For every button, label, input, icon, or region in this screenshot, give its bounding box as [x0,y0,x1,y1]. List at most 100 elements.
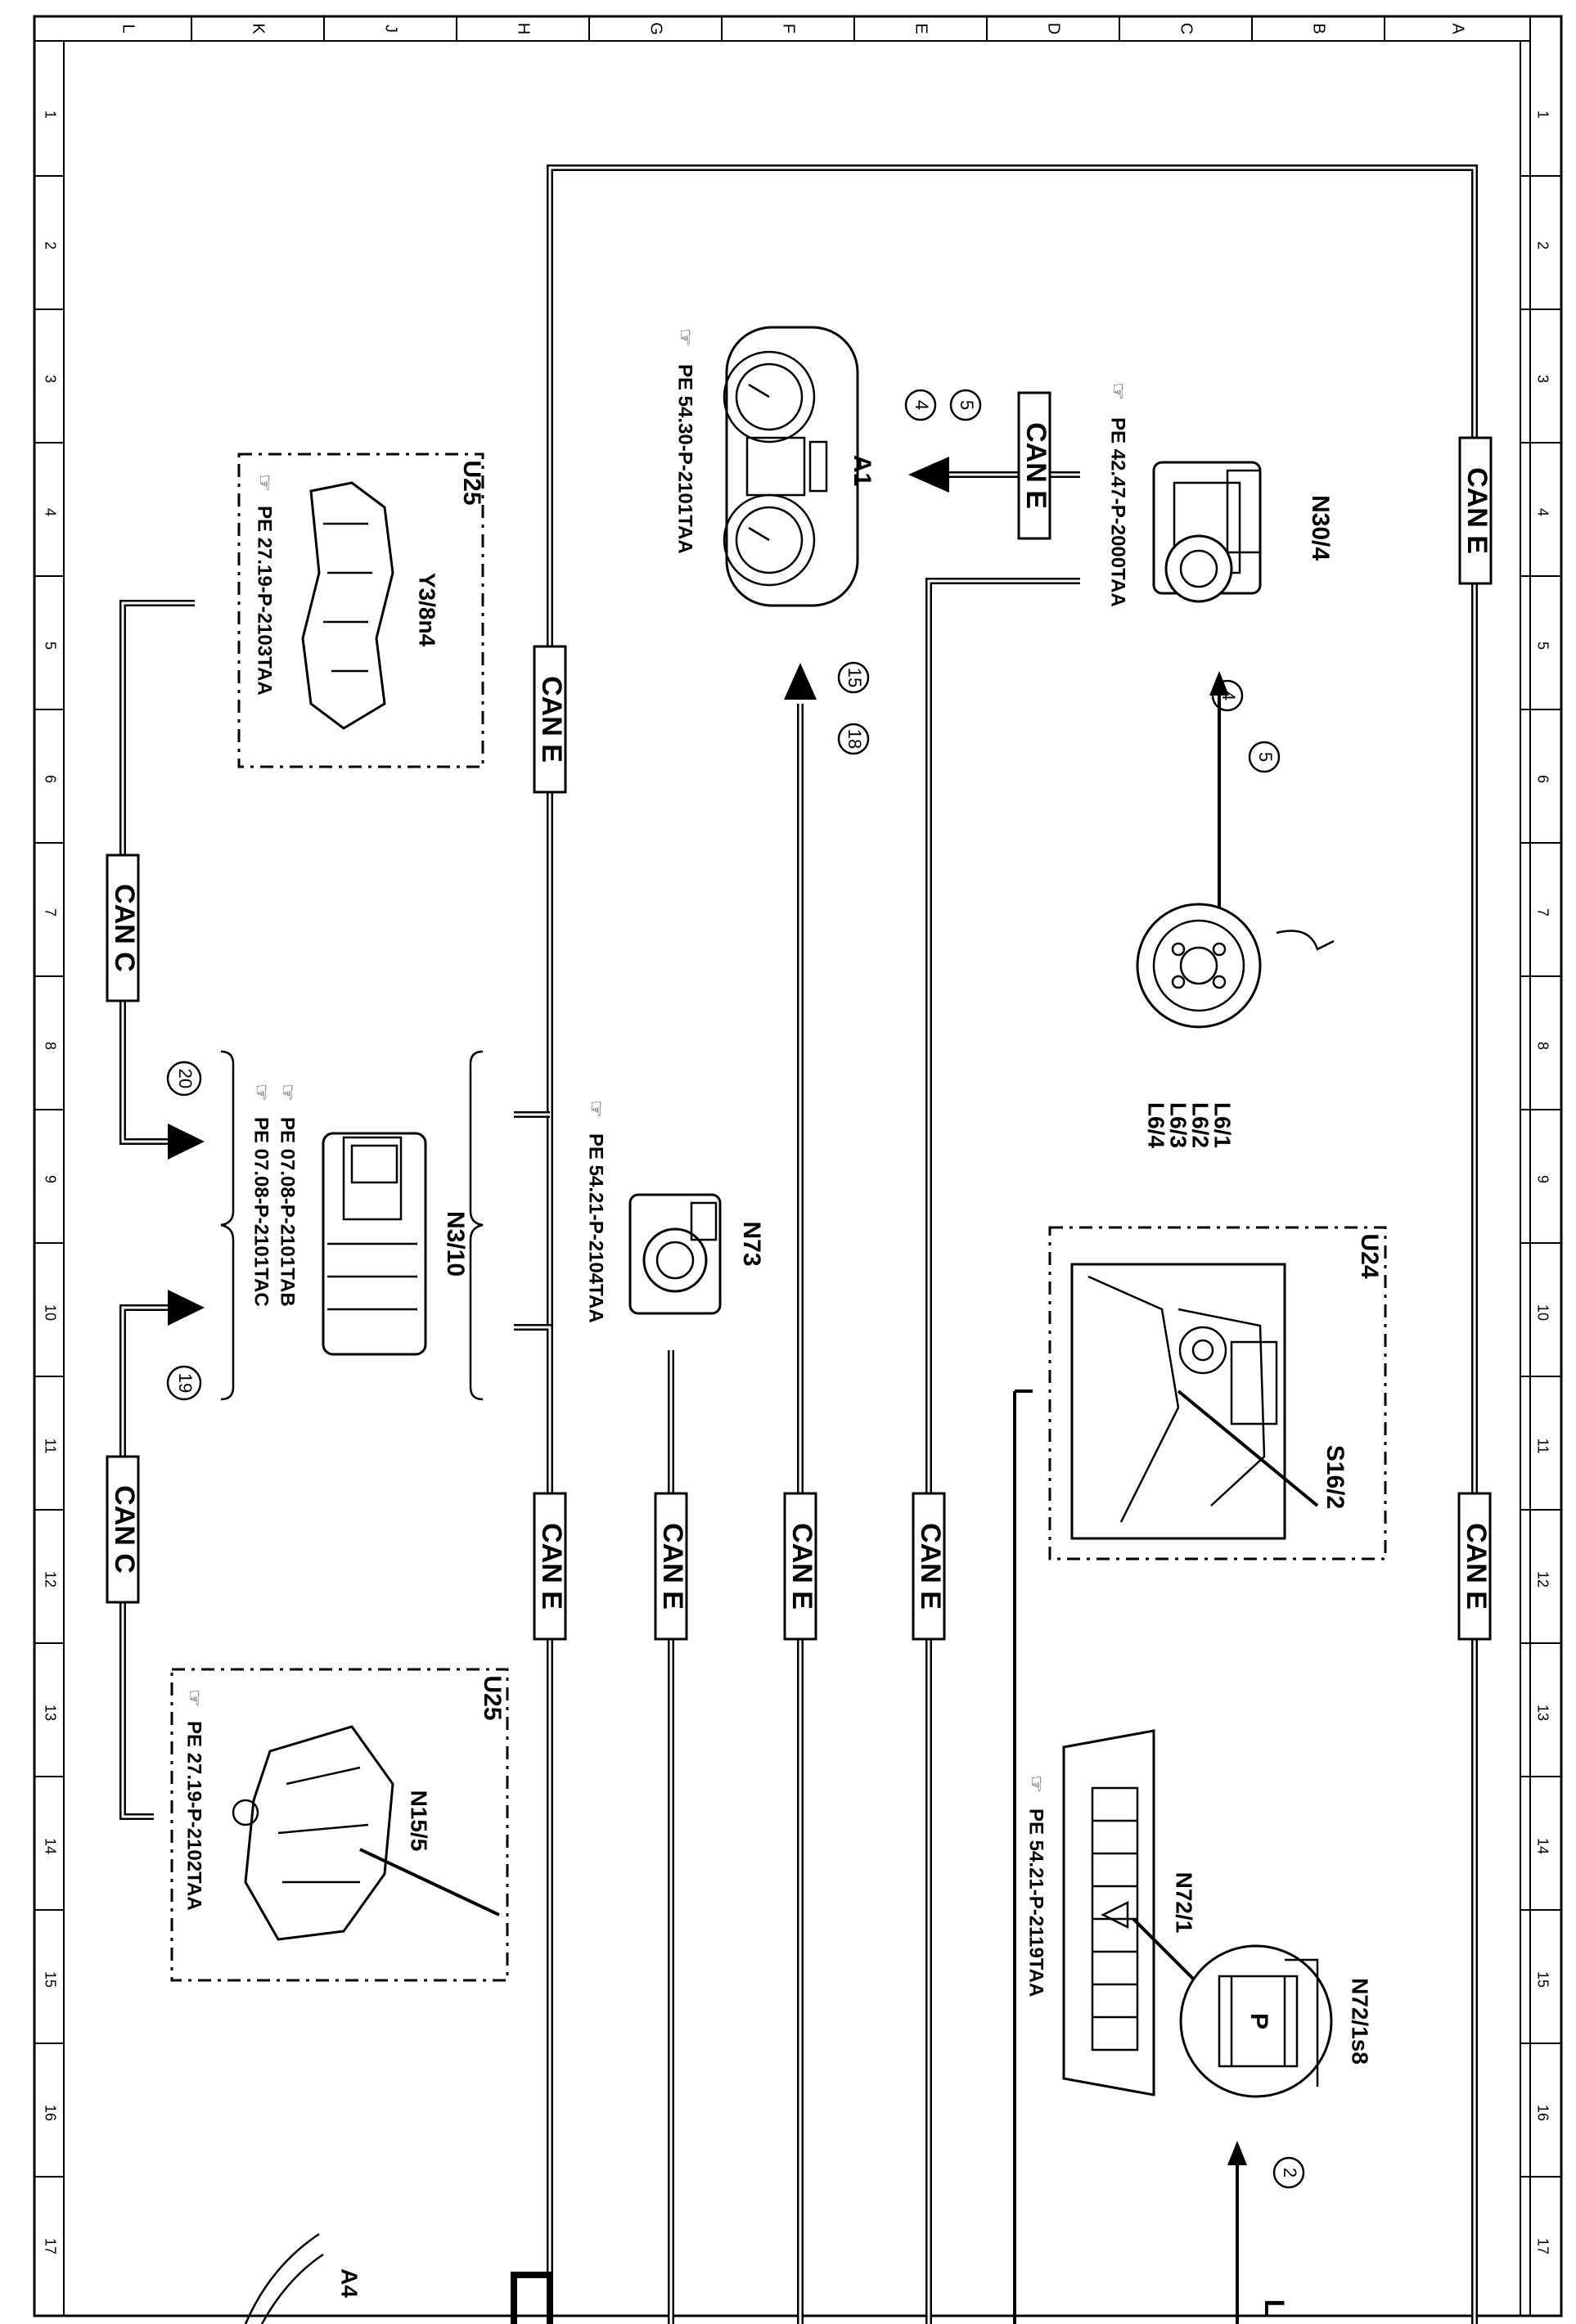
column-labels: L K J H G F E D C B A [119,22,1467,35]
ref-icon: ☞ [1025,1775,1047,1793]
svg-text:2: 2 [1280,2168,1300,2178]
can-e-label-row12-5: CAN E [1457,1492,1492,1641]
row-label: 9 [42,1175,58,1183]
n3-10-ref-2-text: PE 07.08-P-2101TAC [250,1117,272,1307]
l6-code-2: L6/2 [1188,1102,1214,1148]
n72-1s8-signal-2: 2 [1272,2156,1305,2189]
col-label: K [250,23,268,34]
col-label: A [1449,23,1467,34]
n72-1-component: N72/1 ☞ PE 54.21-P-2119TAA [1025,1729,1197,2097]
row-label: 10 [42,1304,58,1321]
ref-icon: ☞ [1107,382,1129,400]
can-e-label-left-upper: CAN E [533,645,567,794]
row-label: 15 [1534,1971,1551,1988]
bus-label-text: CAN E [915,1523,946,1610]
ref-icon: ☞ [674,328,696,346]
y3-8n4-code: Y3/8n4 [415,573,440,647]
svg-text:15: 15 [844,668,865,687]
can-e-label-row12-4: CAN E [912,1492,946,1641]
u25-lower-group: U25 N15/5 ☞ PE 27.19-P-2102TAA [170,1668,509,1982]
bus-label-text: CAN E [1461,1523,1492,1610]
l6-code-3: L6/3 [1166,1102,1191,1148]
bus-label-text: CAN E [657,1523,688,1610]
row-label: 17 [42,2238,58,2254]
row-label: 12 [1534,1571,1551,1588]
row-label: 7 [1534,908,1551,917]
can-e-n30-4 [925,578,1080,2324]
n15-5-code: N15/5 [407,1790,432,1852]
row-label: 8 [1534,1042,1551,1050]
a1-signal-5: 5 [949,389,982,421]
u25-lower-ref: ☞ PE 27.19-P-2102TAA [183,1689,205,1910]
row-label: 3 [1534,375,1551,383]
row-label: 8 [42,1042,58,1050]
s16-2-code: S16/2 [1322,1445,1349,1509]
row-label: 13 [42,1705,58,1721]
a1-ref: ☞ PE 54.30-P-2101TAA [674,328,696,553]
row-label: 7 [42,908,58,917]
svg-text:20: 20 [175,1069,196,1088]
n72-1s8-code: N72/1s8 [1348,1978,1373,2065]
can-c-label-lower: CAN C [106,1455,140,1604]
n73-ref: ☞ PE 54.21-P-2104TAA [585,1100,607,1322]
n72-1-ref: ☞ PE 54.21-P-2119TAA [1025,1775,1047,1997]
row-label: 2 [1534,241,1551,250]
row-label: 5 [42,642,58,650]
arrow-n3-10-lower [168,1290,205,1326]
can-e-lower-left [511,2272,553,2324]
n73-ref-text: PE 54.21-P-2104TAA [585,1133,607,1323]
n3-10-component: N3/10 ☞ PE 07.08-P-2101TAB ☞ PE 07.08-P-… [166,1050,484,1401]
n30-4-ref-text: PE 42.47-P-2000TAA [1107,417,1129,607]
u25-upper-group: U25 Y3/8n4 ☞ PE 27.19-P-2103TAA [237,453,485,768]
l6-code-4: L6/4 [1144,1102,1169,1148]
row-labels-left: 1 2 3 4 5 6 7 8 9 10 11 12 13 14 15 16 1… [42,110,58,2254]
row-label: 15 [42,1971,58,1988]
row-label: 16 [1534,2105,1551,2121]
ref-icon: ☞ [183,1689,205,1707]
row-label: 4 [42,508,58,516]
n72-1-ref-text: PE 54.21-P-2119TAA [1025,1808,1047,1997]
can-e-label-top-right: CAN E [1458,436,1493,585]
col-label: H [515,23,533,34]
svg-text:5: 5 [957,400,977,410]
bus-label-text: CAN E [536,676,567,763]
row-label: 11 [1534,1439,1551,1454]
col-label: B [1310,23,1328,34]
thin-wires [1013,859,1239,2324]
u24-label: U24 [1356,1233,1383,1278]
arrow-to-a1 [908,457,949,493]
n30-4-signal-4: 4 [1211,679,1244,712]
row-label: 13 [1534,1705,1551,1721]
n30-4-signal-5: 5 [1248,741,1281,773]
n3-10-code: N3/10 [442,1211,469,1277]
svg-text:4: 4 [912,400,932,410]
arrow-n3-10-upper [168,1124,205,1160]
ref-icon: ☞ [585,1100,607,1118]
row-label: 14 [42,1838,58,1854]
n72-1-code: N72/1 [1172,1872,1197,1934]
u25-upper-label: U25 [458,460,485,505]
n30-4-ref: ☞ PE 42.47-P-2000TAA [1107,382,1129,606]
n3-10-ref-1: ☞ PE 07.08-P-2101TAB [277,1083,299,1306]
svg-text:19: 19 [175,1373,196,1393]
bus-label-text: CAN C [109,884,140,972]
bus-label-partial: L [1259,2299,1290,2317]
u25-upper-ref-text: PE 27.19-P-2103TAA [254,506,276,696]
n73-code: N73 [738,1221,765,1266]
signal-15: 15 [837,661,870,694]
col-label: J [382,25,400,33]
n3-10-ref-2: ☞ PE 07.08-P-2101TAC [250,1083,272,1306]
svg-text:5: 5 [1255,752,1276,762]
row-label: 1 [1534,110,1551,119]
bus-label-text: CAN E [1461,467,1493,554]
ref-icon: ☞ [254,474,276,492]
row-label: 17 [1534,2238,1551,2254]
a1-code: A1 [849,455,876,486]
bus-label-text: CAN E [786,1523,817,1610]
row-labels-right: 1 2 3 4 5 6 7 8 9 10 11 12 13 14 15 16 1… [1534,110,1551,2254]
col-label: C [1177,23,1196,34]
signal-18: 18 [837,723,870,755]
parking-symbol: P [1245,2013,1272,2029]
n30-4-component: N30/4 ☞ PE 42.47-P-2000TAA 4 5 [1107,382,1334,773]
